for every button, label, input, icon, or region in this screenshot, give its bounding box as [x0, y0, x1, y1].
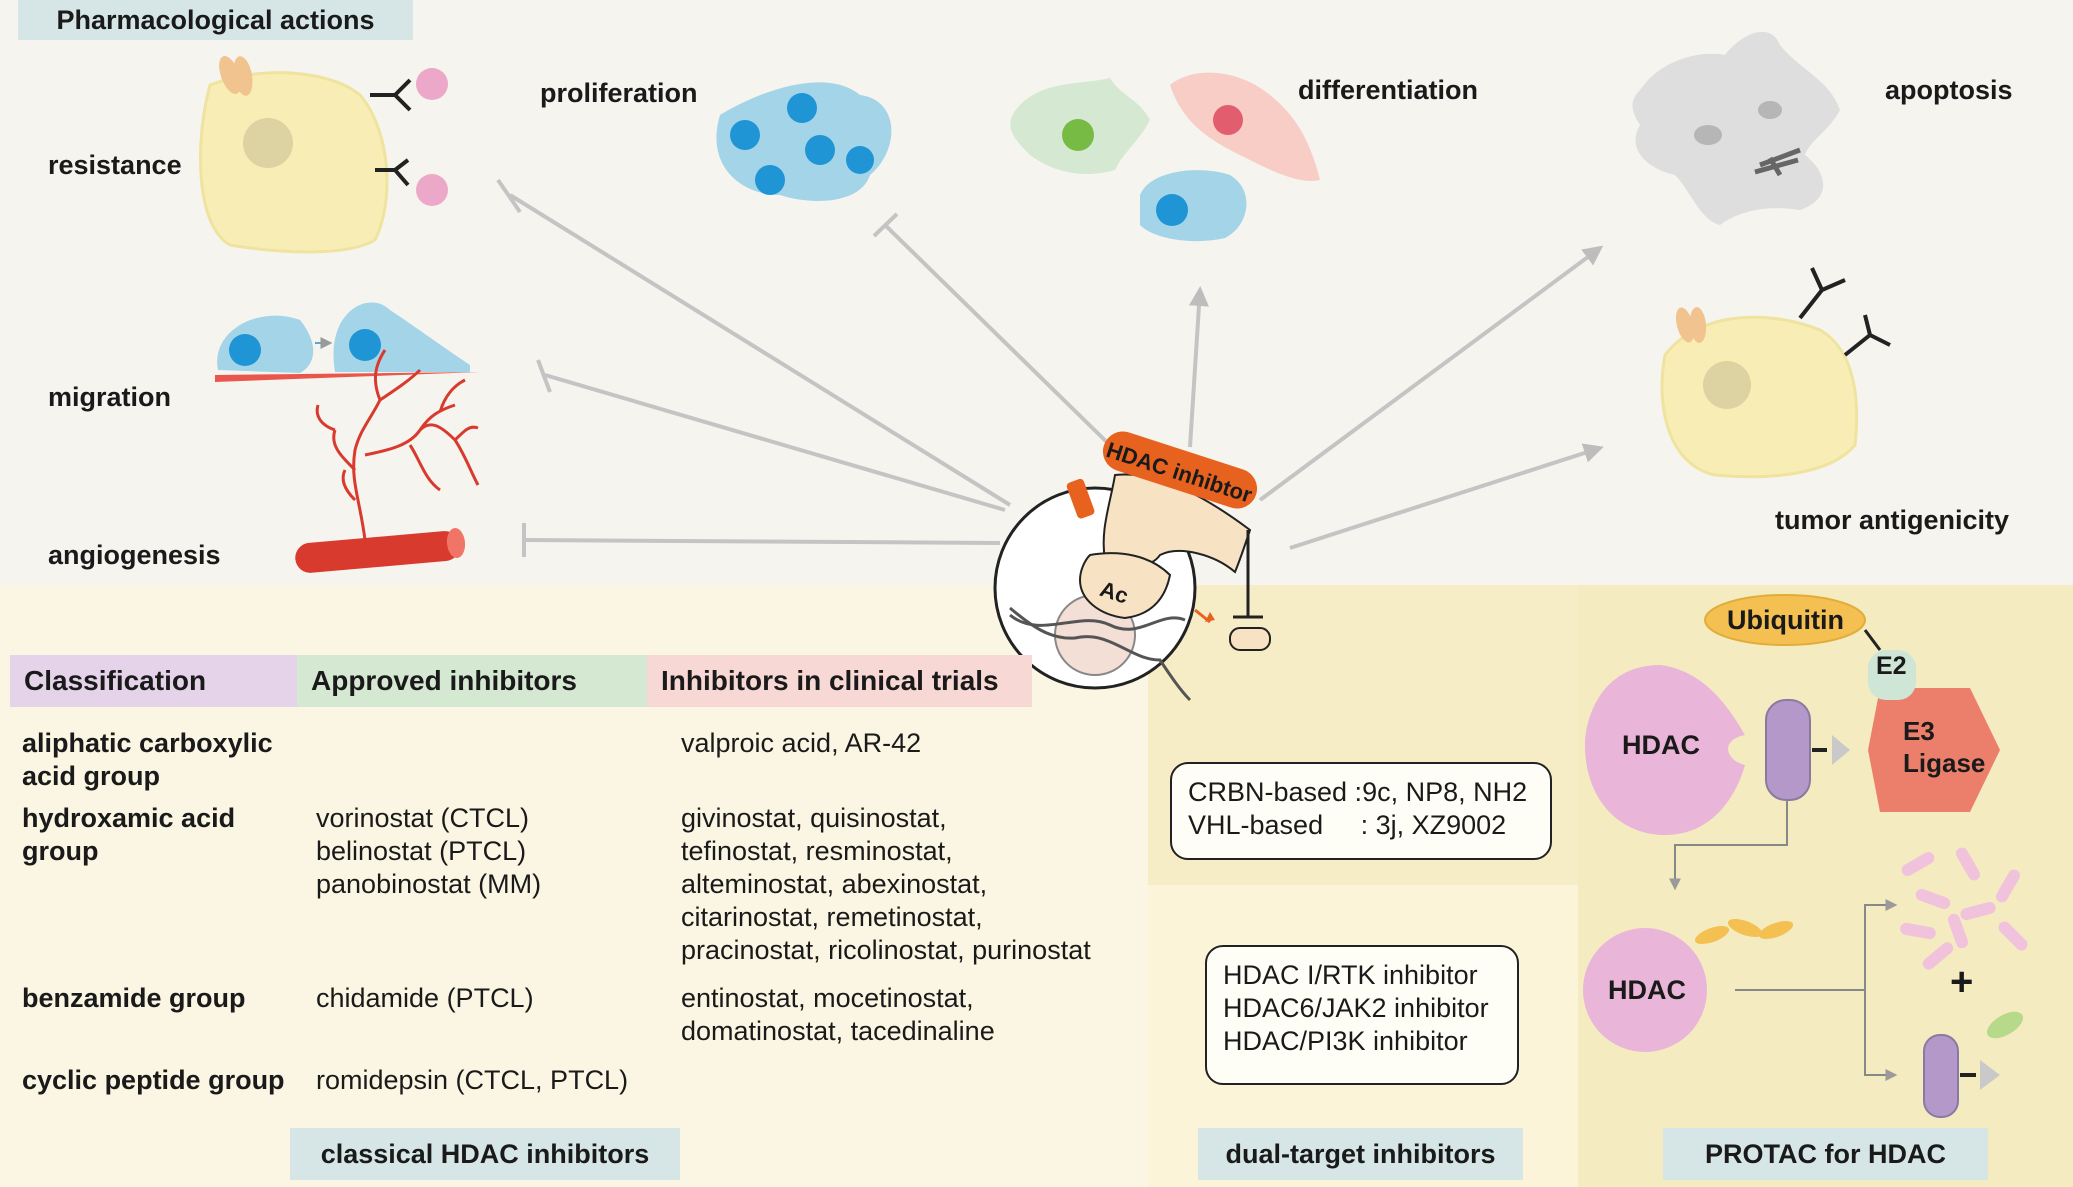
header-classification: Classification [10, 655, 297, 707]
dual-target-box: HDAC I/RTK inhibitor HDAC6/JAK2 inhibito… [1205, 945, 1519, 1085]
row3-trials: entinostat, mocetinostat, domatinostat, … [681, 983, 995, 1046]
protac-examples-box: CRBN-based :9c, NP8, NH2 VHL-based : 3j,… [1170, 762, 1552, 860]
protac-schematic [1583, 594, 2028, 1118]
protac-for-hdac-tag: PROTAC for HDAC [1663, 1128, 1988, 1180]
row2-trials: givinostat, quisinostat, tefinostat, res… [681, 803, 1091, 965]
activation-arrows [1188, 245, 1604, 550]
label-resistance: resistance [48, 150, 182, 180]
row4-classification: cyclic peptide group [22, 1065, 285, 1095]
row2-approved: vorinostat (CTCL) belinostat (PTCL) pano… [316, 803, 542, 899]
header-approved-inhibitors: Approved inhibitors [297, 655, 647, 707]
row3-classification: benzamide group [22, 983, 246, 1013]
label-tumor-antigenicity: tumor antigenicity [1775, 505, 2010, 535]
label-proliferation: proliferation [540, 78, 698, 108]
row1-trials: valproic acid, AR-42 [681, 728, 922, 758]
hdac-top-label: HDAC [1622, 730, 1700, 760]
row4-approved: romidepsin (CTCL, PTCL) [316, 1065, 629, 1095]
header-clinical-trials: Inhibitors in clinical trials [647, 655, 1032, 707]
row3-approved: chidamide (PTCL) [316, 983, 534, 1013]
ubiquitin-label: Ubiquitin [1727, 605, 1844, 635]
migration-illustration [215, 302, 480, 382]
label-apoptosis: apoptosis [1885, 75, 2013, 105]
differentiation-illustration [1010, 72, 1320, 242]
resistance-cell-illustration [199, 55, 448, 254]
apoptosis-illustration [1632, 31, 1840, 225]
e3-label-line1: E3 [1903, 716, 1935, 746]
e3-label-line2: Ligase [1903, 748, 1986, 778]
dual-target-inhibitors-tag: dual-target inhibitors [1198, 1128, 1523, 1180]
plus-sign: + [1950, 960, 1974, 1004]
pharmacological-actions-title: Pharmacological actions [18, 0, 413, 40]
inhibition-lines [496, 178, 1122, 557]
tumor-antigenicity-illustration [1660, 267, 1891, 479]
e2-label: E2 [1876, 652, 1907, 680]
angiogenesis-illustration [295, 349, 480, 573]
hdac-bottom-label: HDAC [1608, 975, 1686, 1005]
proliferation-illustration [716, 82, 892, 201]
row2-classification: hydroxamic acid group [22, 803, 236, 866]
label-angiogenesis: angiogenesis [48, 540, 221, 570]
row1-classification: aliphatic carboxylic acid group [22, 728, 273, 791]
classical-hdac-inhibitors-tag: classical HDAC inhibitors [290, 1128, 680, 1180]
label-differentiation: differentiation [1298, 75, 1478, 105]
label-migration: migration [48, 382, 172, 412]
